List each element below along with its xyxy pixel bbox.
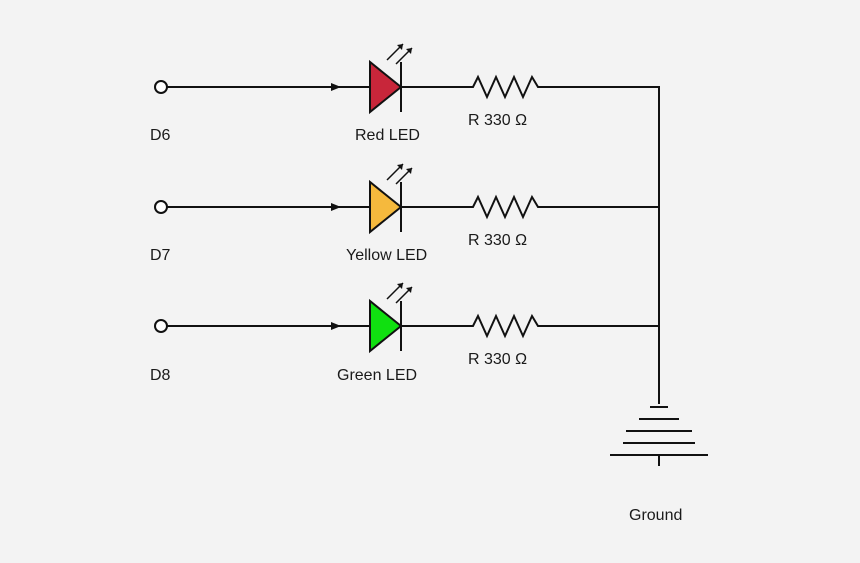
pin-label-d6: D6 bbox=[150, 127, 171, 144]
pin-terminal-d7 bbox=[154, 200, 168, 214]
channel-d6 bbox=[154, 43, 659, 115]
yellow-led-symbol bbox=[369, 163, 413, 235]
red-led-symbol bbox=[369, 43, 413, 115]
resistor-2-symbol bbox=[466, 194, 545, 220]
resistor-3-symbol bbox=[466, 313, 545, 339]
ground-symbol bbox=[610, 406, 708, 466]
ground-label: Ground bbox=[629, 507, 683, 524]
pin-label-d7: D7 bbox=[150, 247, 171, 264]
channel-d8 bbox=[154, 282, 659, 354]
red-led-label: Red LED bbox=[355, 127, 420, 144]
red-led-triangle bbox=[369, 59, 403, 115]
resistor-1-label: R 330 Ω bbox=[468, 112, 528, 129]
green-led-label: Green LED bbox=[337, 367, 418, 384]
pin-terminal-d6 bbox=[154, 80, 168, 94]
green-led-triangle bbox=[369, 298, 403, 354]
resistor-2-label: R 330 Ω bbox=[468, 232, 528, 249]
yellow-led-label: Yellow LED bbox=[346, 247, 428, 264]
yellow-led-triangle bbox=[369, 179, 403, 235]
green-led-symbol bbox=[369, 282, 413, 354]
pin-label-d8: D8 bbox=[150, 367, 171, 384]
resistor-1-symbol bbox=[466, 74, 545, 100]
resistor-3-label: R 330 Ω bbox=[468, 351, 528, 368]
channel-d7 bbox=[154, 163, 659, 235]
pin-terminal-d8 bbox=[154, 319, 168, 333]
